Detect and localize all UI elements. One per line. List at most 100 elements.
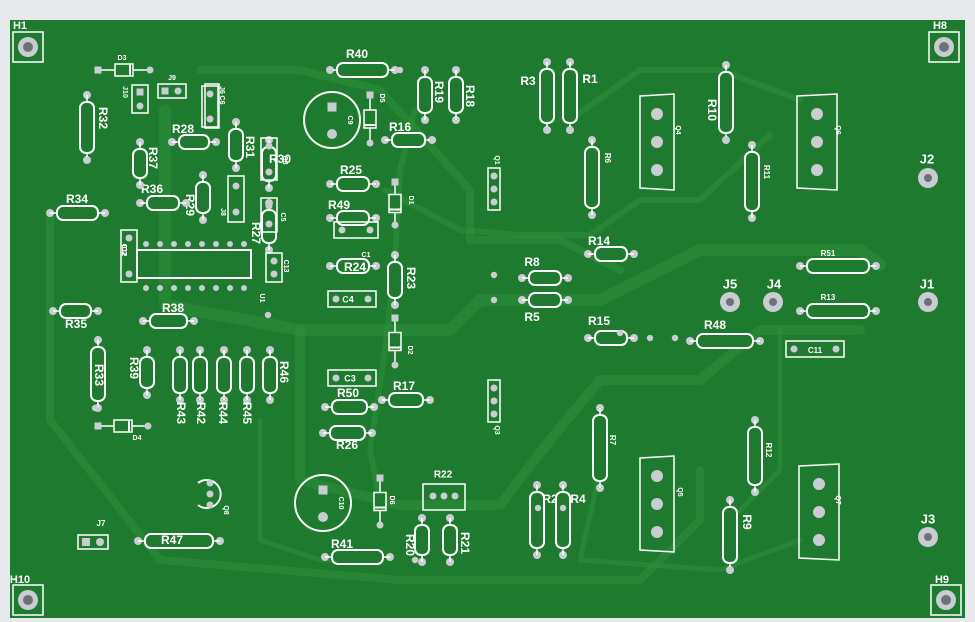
resistor-label: R47 [161,533,183,547]
resistor-label: R18 [463,85,477,107]
header-outline [157,83,187,99]
solder-pad [490,410,498,418]
transistor-label: Q8 [222,505,229,514]
resistor-body [528,270,562,286]
solder-pad [332,295,340,303]
solder-pad [722,136,730,144]
resistor-label: R32 [96,107,110,129]
capacitor-outline [260,137,278,181]
resistor-label: R35 [65,317,87,331]
diode-body [388,193,402,214]
solder-pad [318,485,328,495]
resistor-label: R51 [821,249,836,258]
solder-pad [146,66,154,74]
mounting-hole-label: H1 [13,20,27,32]
resistor-body [59,303,92,319]
solder-pad [270,270,278,278]
diode-label: D4 [133,435,142,442]
solder-pad [651,108,663,120]
resistor-label: R13 [821,293,836,302]
resistor-body [562,68,578,124]
copper-trace [159,104,886,336]
solder-pad [136,102,144,110]
transistor-label: Q6 [834,125,841,134]
solder-pad [144,422,152,430]
copper-trace [196,66,624,274]
solder-pad [651,526,663,538]
solder-pad [490,172,498,180]
connector-label: J5 [723,276,737,291]
resistor-body [329,425,366,441]
solder-pad [396,66,404,74]
capacitor-label: C10 [337,497,344,510]
solder-pad [264,311,272,319]
solder-pad [332,374,340,382]
solder-pad [429,136,437,144]
solder-pad [726,566,734,574]
resistor-label: R44 [216,402,230,424]
resistor-label: R40 [346,47,368,61]
resistor-label: R9 [740,514,754,530]
solder-pad [96,538,104,546]
header-outline [204,83,220,129]
electrolytic-capacitor-outline [303,91,361,149]
resistor-label: R34 [66,192,88,206]
resistor-label: R27 [249,222,263,244]
solder-pad [265,142,273,150]
capacitor-label: C5 [279,213,286,222]
resistor-label: R7 [608,435,617,446]
resistor-body [331,399,368,415]
solder-pad [490,296,498,304]
resistor-label: R24 [344,260,366,274]
transistor-label: Q1 [493,155,500,164]
solder-pad [270,257,278,265]
capacitor-outline [333,221,379,239]
mounting-hole-label: H10 [10,574,30,586]
solder-pad [199,285,205,291]
transistor-outline [798,463,840,561]
resistor-label: R36 [141,182,163,196]
resistor-label: R11 [762,165,771,180]
transistor-outline [639,93,675,191]
capacitor-outline [265,252,283,283]
diode-body [114,63,134,77]
resistor-body [195,181,211,214]
header-outline [422,483,466,511]
capacitor-label: C9 [346,116,353,125]
solder-pad [544,126,552,134]
solder-pad [241,241,247,247]
mounting-hole-outline [12,31,44,63]
solder-pad [157,241,163,247]
resistor-body [584,146,600,209]
solder-pad [157,285,163,291]
resistor-body [448,76,464,114]
jumper-label: J10 [121,86,128,98]
resistor-label: R10 [705,99,719,121]
solder-pad [429,492,437,500]
resistor-label: R1 [582,72,598,86]
transistor-label: Q4 [674,125,681,134]
capacitor-label: C4 [342,294,354,304]
resistor-label: R23 [404,267,418,289]
connector-label: J7 [97,519,106,528]
resistor-label: R14 [588,234,610,248]
resistor-body [747,426,763,486]
resistor-body [539,68,555,124]
solder-pad [566,126,574,134]
transistor-label: Q7 [834,495,841,504]
resistor-body [172,356,188,394]
resistor-label: R17 [393,379,415,393]
solder-pad [391,221,399,229]
capacitor-outline [201,85,219,128]
solder-pad [94,422,102,430]
resistor-body [146,195,180,211]
transistor-outline [639,455,675,553]
solder-pad [451,492,459,500]
capacitor-outline [260,197,278,233]
transistor-label: Q3 [493,425,500,434]
solder-pad [534,504,542,512]
resistor-label: R26 [336,438,358,452]
solder-pad [143,285,149,291]
resistor-body [132,148,148,179]
resistor-body [336,62,389,78]
